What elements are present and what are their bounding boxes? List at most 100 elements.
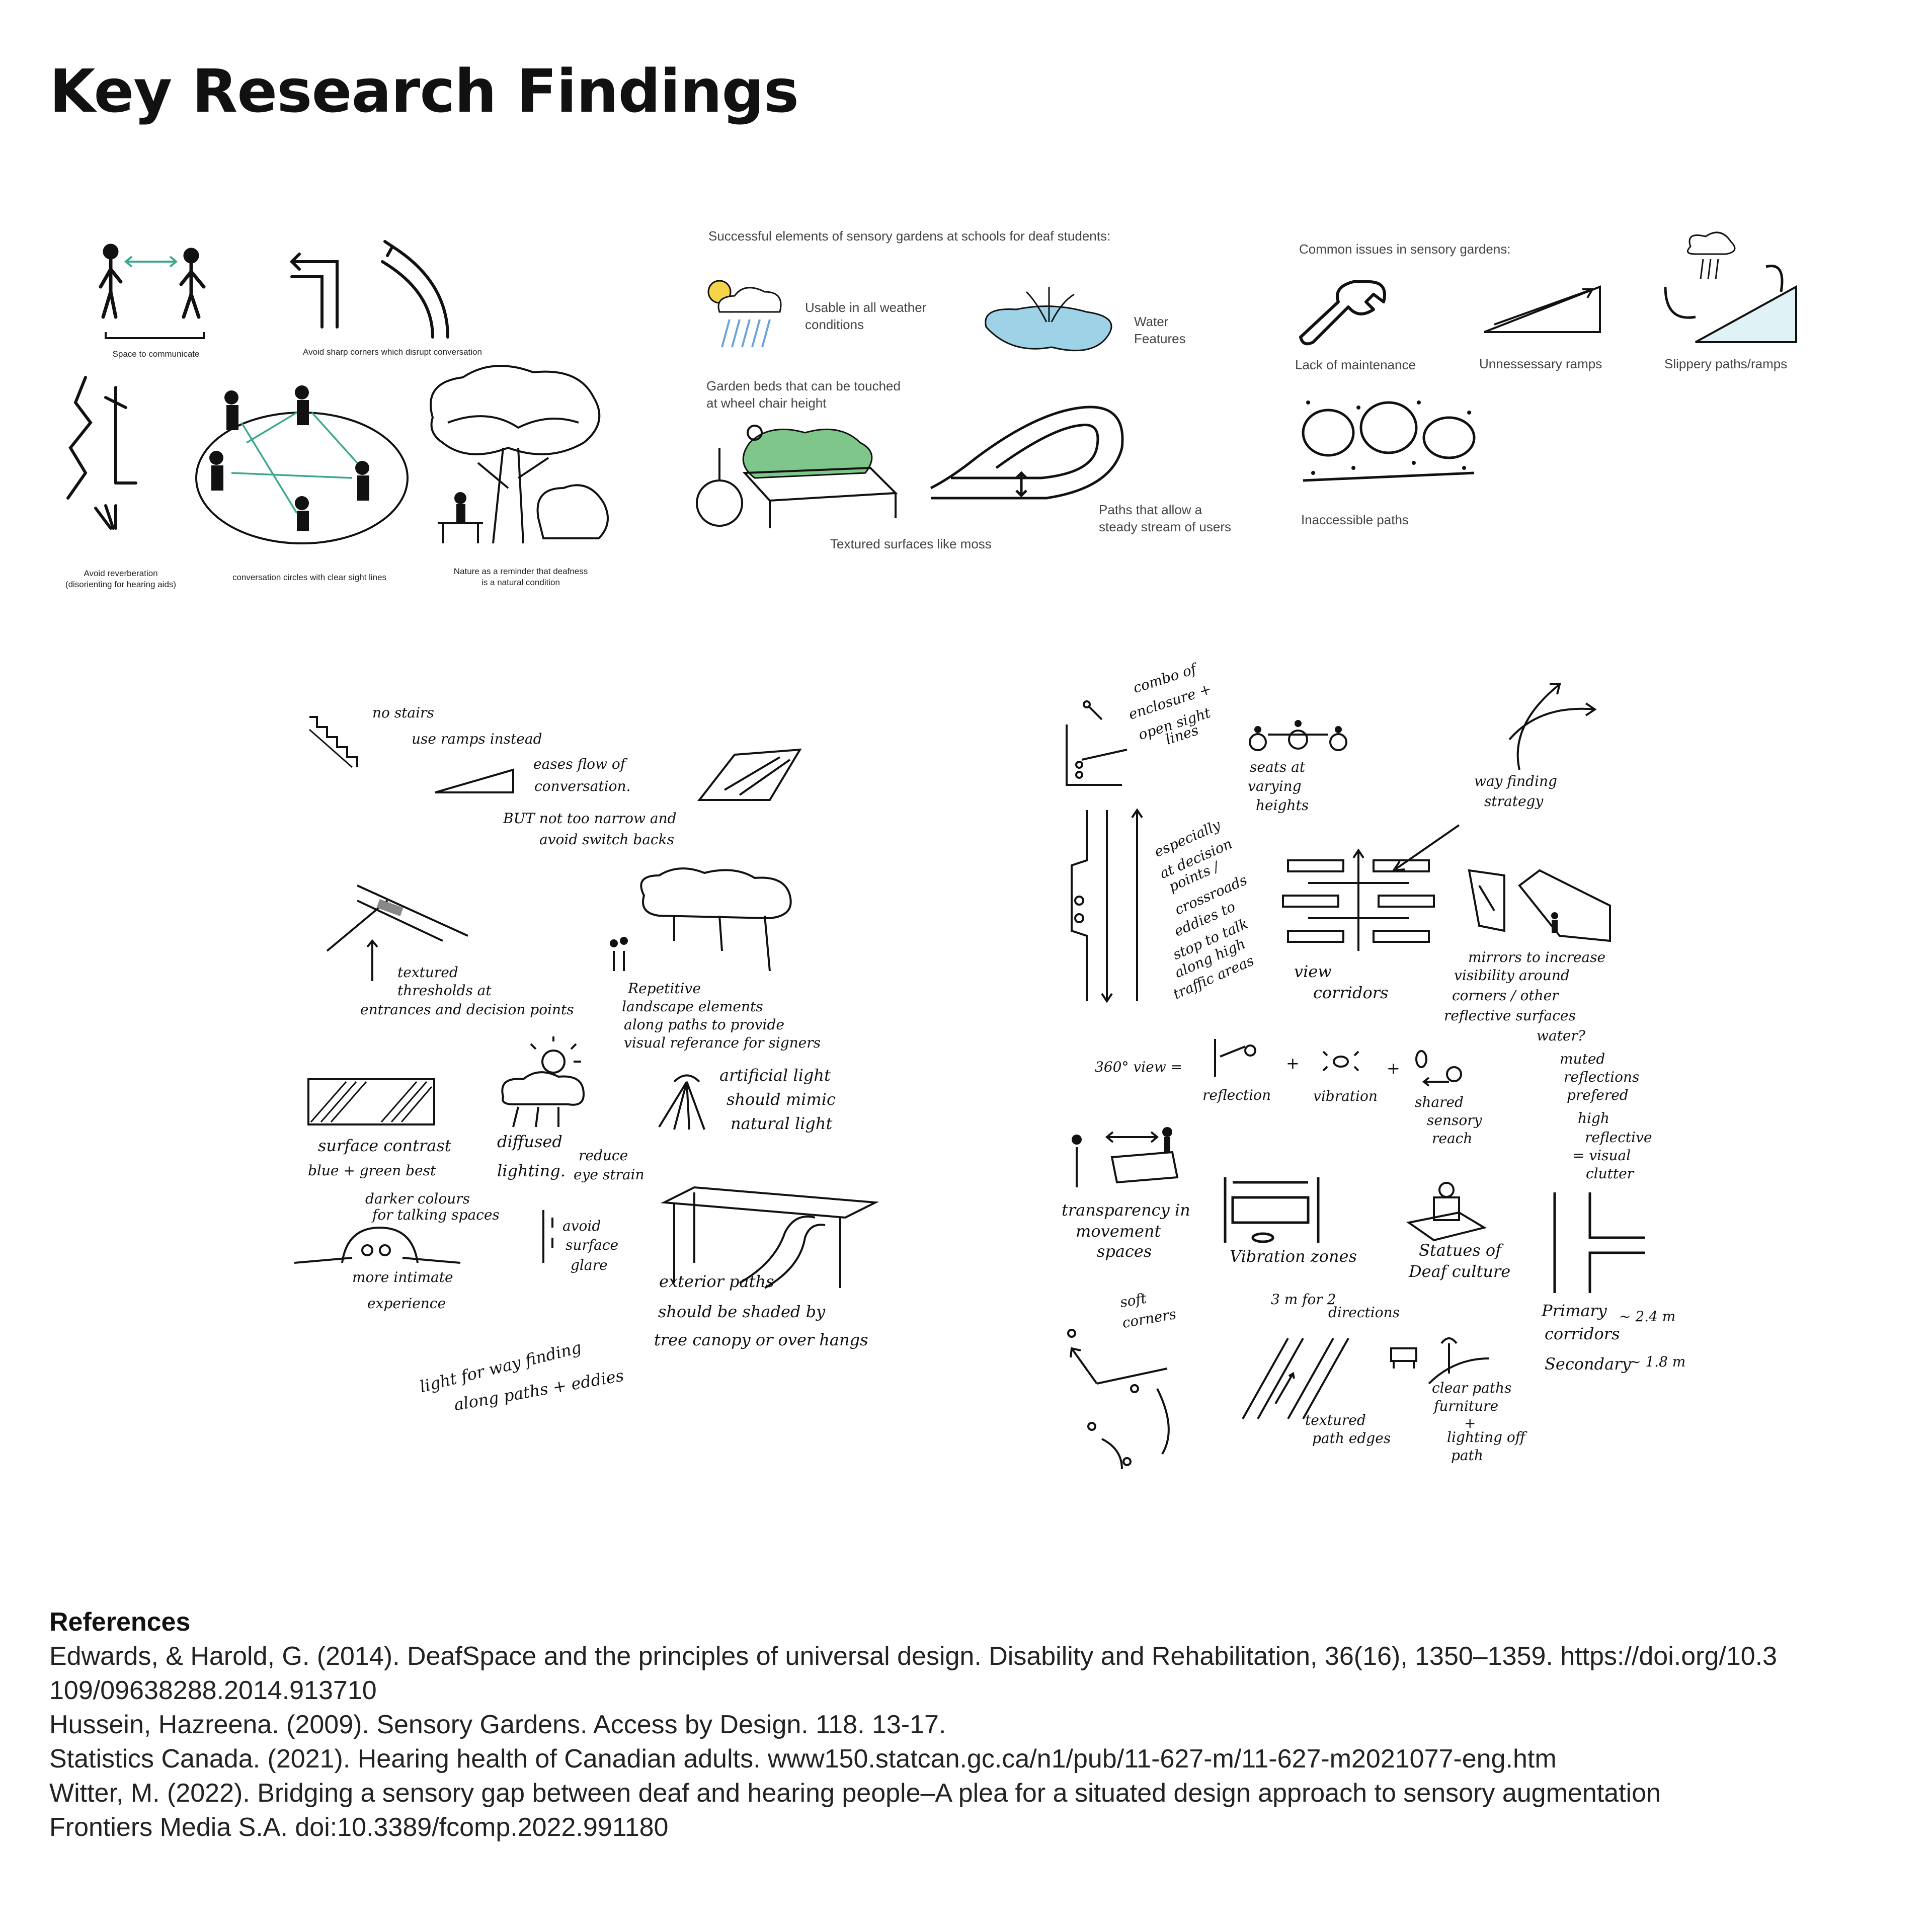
wayfinding-arrows-sketch — [1508, 683, 1597, 770]
textured-edges-sketch — [1242, 1338, 1349, 1419]
maintenance-label: Lack of maintenance — [1295, 357, 1416, 372]
but-narrow-note-1: BUT not too narrow and — [503, 810, 677, 827]
darker-colours-note-2: for talking spaces — [372, 1206, 500, 1223]
textured-edges-note-2: path edges — [1312, 1430, 1391, 1446]
slippery-ramp-icon — [1664, 231, 1797, 343]
primary-corridors-note-2: corridors — [1545, 1324, 1620, 1343]
secondary-width-value: ~ 1.8 m — [1629, 1353, 1686, 1370]
page-title: Key Research Findings — [49, 56, 799, 126]
reference-line: Frontiers Media S.A. doi:10.3389/fcomp.2… — [49, 1813, 669, 1842]
eases-flow-note-2: conversation. — [534, 778, 631, 794]
mirrors-note-5: water? — [1537, 1027, 1585, 1044]
width-note-1: 3 m for 2 — [1271, 1291, 1336, 1308]
paths-label-1: Paths that allow a — [1099, 502, 1202, 517]
reference-line: 109/09638288.2014.913710 — [49, 1676, 377, 1705]
use-ramps-note: use ramps instead — [412, 731, 542, 747]
water-label-2: Features — [1134, 331, 1186, 346]
textured-threshold-note-3: entrances and decision points — [360, 1001, 574, 1018]
reduce-strain-note-1: reduce — [579, 1147, 628, 1164]
transparency-note-2: movement — [1076, 1222, 1161, 1241]
paths-label-2: steady stream of users — [1099, 519, 1231, 534]
mirrors-note-2: visibility around — [1454, 967, 1570, 984]
clear-paths-sketch — [1390, 1337, 1490, 1385]
shared-reach-icon — [1415, 1050, 1462, 1087]
water-label-1: Water — [1134, 314, 1169, 329]
reference-line: Witter, M. (2022). Bridging a sensory ga… — [49, 1779, 1661, 1808]
repetitive-note-2: landscape elements — [622, 998, 763, 1015]
exterior-paths-note-1: exterior paths — [659, 1272, 774, 1291]
nature-label-1: Nature as a reminder that deafness — [453, 567, 588, 576]
wayfinding-note-1: way finding — [1474, 773, 1557, 789]
muted-note-3: prefered — [1567, 1087, 1629, 1103]
space-to-communicate-sketch — [99, 244, 206, 339]
statues-note-1: Statues of — [1419, 1241, 1501, 1260]
reverberation-label-2: (disorienting for hearing aids) — [65, 580, 177, 589]
canopy-path-sketch — [660, 1186, 879, 1289]
sharp-corners-sketch — [289, 240, 449, 339]
repetitive-note-3: along paths to provide — [624, 1016, 784, 1033]
reference-line: Statistics Canada. (2021). Hearing healt… — [49, 1744, 1557, 1774]
surface-contrast-sketch — [307, 1078, 435, 1125]
transparency-sketch — [1072, 1127, 1179, 1187]
beds-label-2: at wheel chair height — [706, 395, 827, 411]
width-note-2: directions — [1328, 1304, 1400, 1321]
glare-note-2: surface — [566, 1237, 619, 1253]
inaccessible-path-icon — [1302, 400, 1476, 482]
weather-icon — [707, 280, 782, 348]
conversation-circles-label: conversation circles with clear sight li… — [232, 573, 387, 582]
repetitive-trees-sketch — [610, 867, 792, 972]
clear-paths-note-1: clear paths — [1432, 1380, 1512, 1396]
muted-note-1: muted — [1560, 1051, 1605, 1067]
garden-bed-sketch — [696, 425, 898, 528]
weather-label-2: conditions — [805, 317, 864, 332]
view-corridors-note-2: corridors — [1313, 983, 1389, 1002]
artificial-light-note-2: should mimic — [727, 1090, 836, 1109]
eases-flow-note-1: eases flow of — [533, 756, 626, 772]
clear-paths-note-2: furniture — [1434, 1398, 1499, 1414]
artificial-light-note-3: natural light — [731, 1114, 833, 1133]
shared-note-3: reach — [1432, 1130, 1473, 1147]
weather-label-1: Usable in all weather — [805, 300, 927, 315]
repetitive-note-1: Repetitive — [628, 980, 701, 997]
wayfinding-note-2: strategy — [1484, 793, 1544, 810]
plus-sign-1: + — [1286, 1054, 1300, 1073]
intimate-seating-sketch — [294, 1226, 461, 1264]
muted-note-2: reflections — [1564, 1069, 1640, 1085]
textured-threshold-sketch — [326, 884, 468, 981]
artificial-light-note-1: artificial light — [719, 1066, 831, 1085]
textured-edges-note-1: textured — [1305, 1412, 1366, 1428]
gardens-heading: Successful elements of sensory gardens a… — [708, 228, 1111, 244]
enclosure-sketch — [1066, 700, 1128, 786]
high-reflective-note-4: clutter — [1586, 1165, 1634, 1182]
moss-label: Textured surfaces like moss — [830, 536, 992, 551]
plus-sign-2: + — [1387, 1059, 1400, 1078]
glare-note-3: glare — [571, 1257, 608, 1273]
reverberation-label-1: Avoid reverberation — [84, 569, 158, 578]
unnecessary-ramp-icon — [1484, 285, 1601, 333]
primary-corridors-note-1: Primary — [1542, 1301, 1607, 1320]
water-feature-icon — [985, 287, 1112, 352]
eddies-corridor-sketch — [1071, 808, 1143, 1003]
reference-line: Hussein, Hazreena. (2009). Sensory Garde… — [49, 1710, 946, 1739]
statue-sketch — [1406, 1182, 1487, 1242]
nature-label-2: is a natural condition — [481, 578, 560, 587]
ramp-wedge-sketch — [435, 768, 514, 793]
shared-note-1: shared — [1415, 1094, 1464, 1110]
exterior-paths-note-3: tree canopy or over hangs — [654, 1330, 868, 1349]
artificial-light-sketch — [658, 1074, 705, 1130]
vibration-zones-note: Vibration zones — [1230, 1247, 1357, 1266]
mirrors-note-4: reflective surfaces — [1444, 1007, 1576, 1024]
double-ramp-sketch — [697, 748, 802, 801]
shared-note-2: sensory — [1427, 1112, 1482, 1129]
but-narrow-note-2: avoid switch backs — [539, 831, 674, 848]
seats-note-3: heights — [1256, 797, 1309, 814]
reflection-icon — [1214, 1039, 1256, 1077]
reference-line: Edwards, & Harold, G. (2014). DeafSpace … — [49, 1642, 1778, 1671]
sharp-corners-label: Avoid sharp corners which disrupt conver… — [303, 347, 482, 357]
stairs-icon — [309, 716, 358, 768]
seats-note-1: seats at — [1250, 759, 1306, 775]
view360-note: 360° view = — [1095, 1059, 1183, 1075]
secondary-corridors-note: Secondary — [1545, 1354, 1631, 1374]
statues-note-2: Deaf culture — [1409, 1262, 1511, 1281]
inaccessible-label: Inaccessible paths — [1301, 512, 1409, 527]
